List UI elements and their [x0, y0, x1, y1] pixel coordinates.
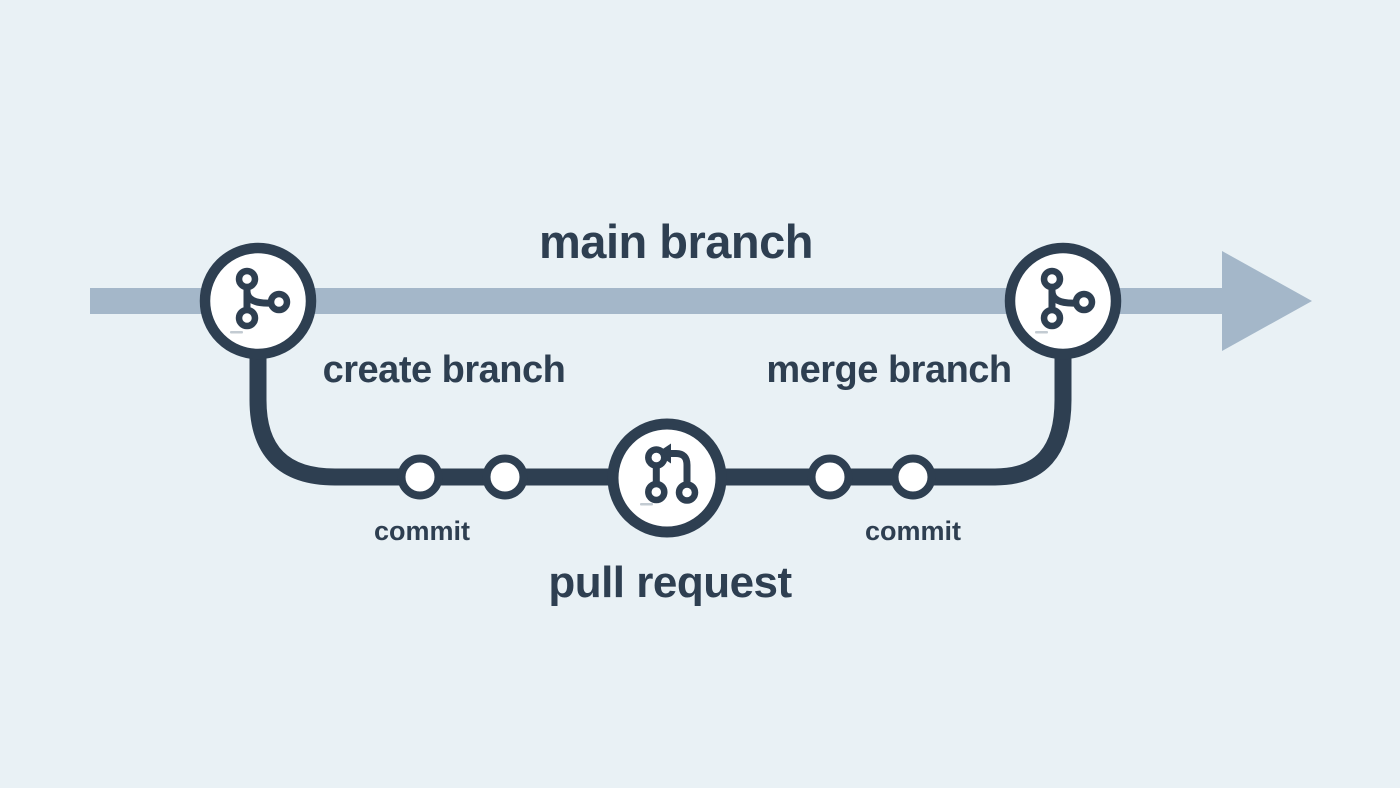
pull-request-icon-dot [645, 446, 668, 469]
pull-request-icon-dot [645, 480, 668, 504]
main-branch-label: main branch [539, 215, 813, 268]
git-branch-icon-dot [235, 267, 259, 291]
commit-node [890, 454, 936, 500]
git-pull-request-icon [640, 443, 699, 506]
branch-end-node [1004, 242, 1122, 360]
pull-request-icon-dot [675, 481, 699, 504]
git-branch-icon-dot [267, 290, 291, 314]
git-branch-icon-curve [1048, 290, 1077, 307]
commit-label-left: commit [374, 516, 470, 546]
git-branch-icon-curve [243, 290, 272, 307]
commit-node [482, 454, 528, 500]
watermark-mark [640, 503, 653, 506]
git-branch-icon [230, 267, 291, 334]
arrow-right-head-icon [1222, 251, 1312, 351]
pull-request-icon-arrow-line [670, 450, 691, 482]
commit-label-right: commit [865, 516, 961, 546]
git-branch-icon [1035, 267, 1096, 334]
watermark-mark [1035, 331, 1048, 334]
commit-node [807, 454, 853, 500]
watermark-mark [230, 331, 243, 334]
git-branch-icon-dot [1040, 267, 1064, 291]
create-branch-label: create branch [323, 349, 566, 391]
pull-request-node [607, 418, 727, 538]
git-branch-icon-dot [1072, 290, 1096, 314]
pull-request-label: pull request [548, 558, 792, 607]
git-branch-icon-dot [1040, 306, 1064, 330]
commit-node [397, 454, 443, 500]
merge-branch-label: merge branch [766, 349, 1011, 391]
branch-start-node [199, 242, 317, 360]
pull-request-circle [607, 418, 727, 538]
git-branch-icon-dot [235, 306, 259, 330]
